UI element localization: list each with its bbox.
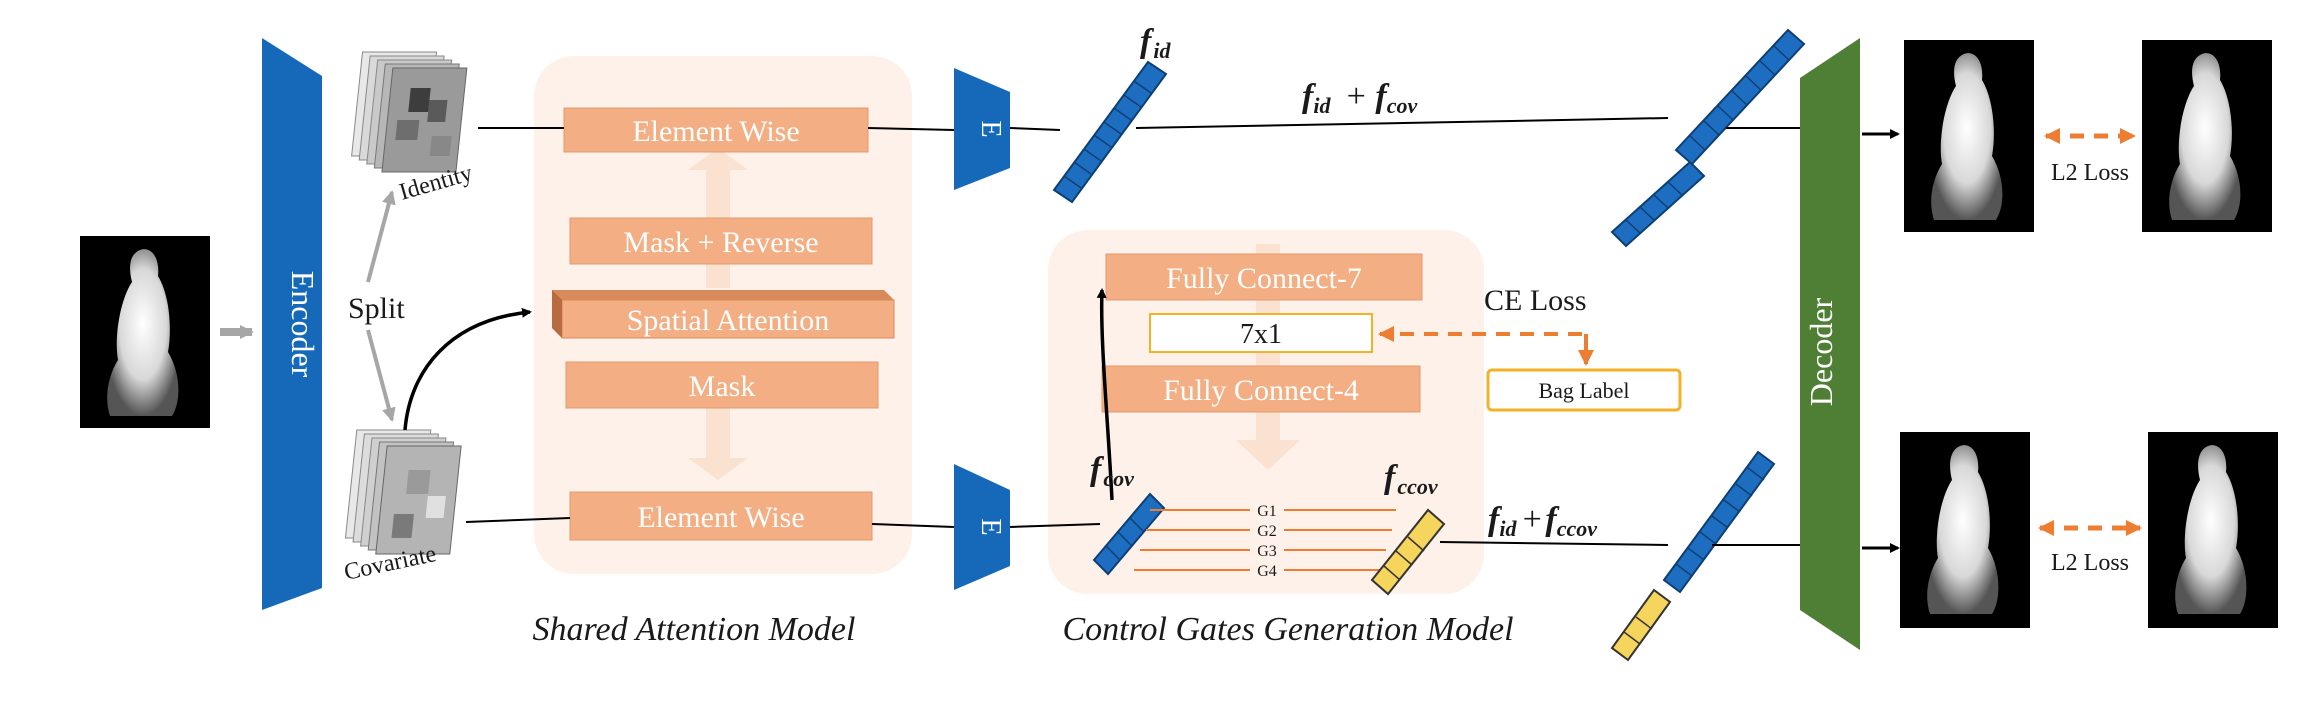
dim-box: 7x1 [1240,319,1282,350]
shared-attention-caption: Shared Attention Model [533,611,856,648]
e-block-top: E [954,68,1010,190]
fc4-box: Fully Connect-4 [1163,374,1359,407]
covariate-to-attention-arrow [403,307,532,431]
control-gates-caption: Control Gates Generation Model [1062,611,1513,648]
l2-loss-label-bottom: L2 Loss [2051,550,2129,576]
e-label-top: E [975,120,1006,137]
split-label: Split [348,292,405,325]
f-cov-label: fcov [1090,451,1134,491]
element-wise-top: Element Wise [632,115,799,148]
l2-loss-label-top: L2 Loss [2051,160,2129,186]
encoder-block: Encoder [262,38,322,610]
f-id-label: fid [1140,23,1171,63]
ce-loss-label: CE Loss [1484,284,1587,317]
fcov-to-fc7-arrow [1096,288,1114,501]
target-image-bottom [2148,432,2278,628]
identity-feature-stack [351,51,468,173]
f-id-vector [1052,60,1168,204]
decoder-block: Decoder [1800,38,1860,650]
gate-g3: G3 [1257,543,1277,560]
concat-vector-bottom [1610,450,1776,662]
element-wise-bottom: Element Wise [637,501,804,534]
elementwise-to-e-top [867,127,955,131]
gate-g1: G1 [1257,503,1277,520]
shared-attention-panel: Element Wise Mask + Reverse Spatial Atte… [534,56,912,574]
gate-g2: G2 [1257,523,1277,540]
gates: G1 G2 G3 G4 [1134,502,1396,580]
f-ccov-vector [1370,508,1446,596]
input-gait-image [80,236,210,428]
top-feature-line [1135,117,1669,129]
elementwise-to-e-bottom [871,523,955,528]
gate-g4: G4 [1257,563,1277,580]
f-ccov-label: fccov [1384,459,1438,499]
concat-vector-top [1610,28,1806,248]
e-to-fid-line [1009,127,1061,131]
mask-box: Mask [689,370,756,403]
target-image-top [2142,40,2272,232]
split-arrow-identity [366,190,396,283]
covariate-to-elementwise-line [465,517,571,523]
decoder-label: Decoder [1803,297,1839,406]
reconstructed-image-top [1904,40,2034,232]
bag-label-box [1486,368,1682,412]
e-block-bottom: E [954,464,1010,590]
covariate-feature-stack [344,429,462,555]
bag-label-text: Bag Label [1538,378,1629,403]
sum-bottom-label: fid+fccov [1488,501,1597,541]
e-to-fcov-line [1009,523,1101,528]
spatial-attention-box: Spatial Attention [627,304,830,337]
mask-reverse-box: Mask + Reverse [623,226,818,259]
split-arrow-covariate [366,329,396,422]
sum-top-label: fid+fcov [1302,78,1417,118]
bottom-feature-line [1439,541,1669,546]
reconstructed-image-bottom [1900,432,2030,628]
f-cov-vector [1092,492,1166,576]
fc7-box: Fully Connect-7 [1166,262,1362,295]
encoder-label: Encoder [285,271,321,378]
e-label-bottom: E [975,518,1006,535]
